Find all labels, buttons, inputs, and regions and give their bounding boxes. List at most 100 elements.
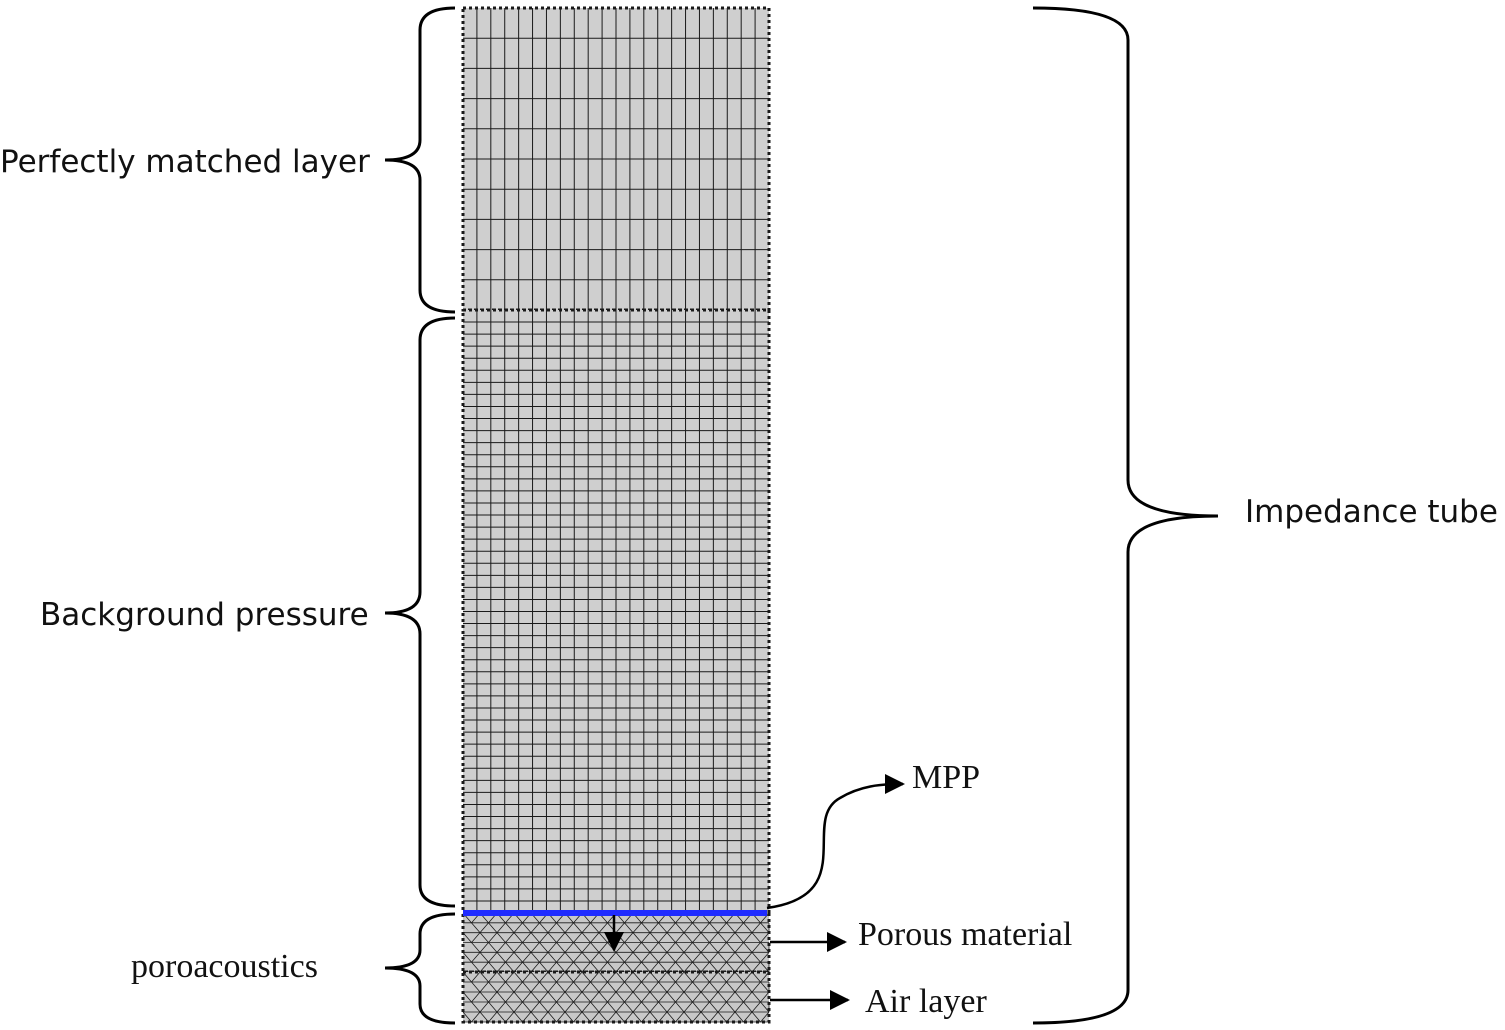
porous-mesh-edge (513, 932, 523, 943)
air-mesh-edge (522, 991, 532, 1003)
porous-mesh-edge (590, 922, 600, 933)
porous-mesh-edge (760, 922, 770, 933)
porous-mesh-edge (709, 952, 719, 963)
air-mesh-edge (556, 1001, 566, 1013)
air-mesh-edge (624, 991, 634, 1003)
air-mesh-edge (488, 971, 498, 983)
air-mesh-edge (615, 1001, 625, 1013)
porous-mesh-edge (505, 942, 515, 953)
air-mesh-edge (734, 1011, 744, 1023)
porous-mesh-edge (709, 932, 719, 943)
porous-mesh-edge (717, 961, 727, 973)
porous-mesh-edge (462, 952, 472, 963)
porous-mesh-edge (683, 961, 693, 973)
porous-mesh-edge (547, 922, 557, 933)
porous-mesh-edge (462, 932, 472, 943)
porous-mesh-edge (496, 942, 506, 953)
air-mesh-edge (522, 1001, 532, 1013)
porous-mesh-edge (751, 952, 761, 963)
air-mesh-edge (751, 991, 761, 1003)
air-mesh-edge (734, 991, 744, 1003)
air-mesh-edge (505, 971, 515, 983)
porous-mesh-edge (658, 942, 668, 953)
air-mesh-edge (479, 991, 489, 1003)
porous-mesh-edge (700, 922, 710, 933)
porous-mesh-edge (666, 961, 676, 973)
air-mesh-edge (709, 971, 719, 983)
air-mesh-edge (717, 981, 727, 993)
air-mesh-edge (675, 1011, 685, 1023)
porous-mesh-edge (564, 942, 574, 953)
porous-mesh-edge (556, 942, 566, 953)
air-mesh-edge (726, 991, 736, 1003)
porous-mesh-edge (717, 922, 727, 933)
air-mesh-edge (624, 981, 634, 993)
air-mesh-edge (666, 991, 676, 1003)
air-mesh-edge (530, 1001, 540, 1013)
porous-mesh-edge (743, 961, 753, 973)
porous-mesh-edge (615, 961, 625, 973)
porous-mesh-edge (641, 932, 651, 943)
air-mesh-edge (590, 971, 600, 983)
porous-mesh-edge (573, 942, 583, 953)
porous-mesh-edge (641, 942, 651, 953)
air-mesh-edge (692, 981, 702, 993)
porous-material-mesh-region (461, 911, 771, 974)
air-mesh-edge (488, 981, 498, 993)
air-mesh-edge (692, 1011, 702, 1023)
air-mesh-edge (649, 1011, 659, 1023)
air-mesh-edge (632, 1011, 642, 1023)
air-mesh-edge (700, 1001, 710, 1013)
porous-mesh-edge (751, 932, 761, 943)
air-mesh-edge (513, 1001, 523, 1013)
porous-mesh-edge (547, 942, 557, 953)
porous-mesh-edge (624, 942, 634, 953)
porous-mesh-edge (649, 961, 659, 973)
air-mesh-edge (666, 1001, 676, 1013)
porous-mesh-edge (734, 961, 744, 973)
air-mesh-edge (530, 1011, 540, 1023)
porous-mesh-edge (632, 922, 642, 933)
porous-mesh-edge (479, 961, 489, 973)
air-mesh-edge (734, 981, 744, 993)
air-mesh-edge (632, 981, 642, 993)
air-mesh-edge (496, 991, 506, 1003)
porous-mesh-edge (649, 942, 659, 953)
porous-mesh-edge (717, 942, 727, 953)
air-mesh-edge (496, 981, 506, 993)
porous-mesh-edge (522, 942, 532, 953)
air-mesh-edge (615, 981, 625, 993)
porous-mesh-edge (471, 932, 481, 943)
porous-mesh-edge (513, 942, 523, 953)
porous-mesh-edge (564, 932, 574, 943)
air-mesh-edge (522, 1011, 532, 1023)
air-mesh-edge (479, 1001, 489, 1013)
air-mesh-edge (539, 1001, 549, 1013)
porous-mesh-edge (751, 961, 761, 973)
air-mesh-edge (760, 1011, 770, 1023)
air-mesh-edge (496, 1011, 506, 1023)
air-mesh-edge (675, 971, 685, 983)
air-mesh-edge (556, 981, 566, 993)
air-mesh-edge (743, 1001, 753, 1013)
porous-mesh-edge (573, 952, 583, 963)
air-mesh-edge (700, 991, 710, 1003)
air-mesh-edge (547, 1011, 557, 1023)
air-mesh-edge (462, 1011, 472, 1023)
air-mesh-edge (666, 1011, 676, 1023)
porous-material-label: Porous material (858, 916, 1072, 953)
porous-mesh-edge (624, 961, 634, 973)
porous-mesh-edge (683, 922, 693, 933)
air-mesh-edge (488, 991, 498, 1003)
air-mesh-edge (692, 1001, 702, 1013)
air-mesh-edge (726, 1011, 736, 1023)
porous-mesh-edge (598, 922, 608, 933)
air-mesh-edge (564, 1011, 574, 1023)
porous-mesh-edge (734, 922, 744, 933)
porous-mesh-edge (547, 952, 557, 963)
porous-mesh-edge (556, 952, 566, 963)
air-mesh-edge (573, 981, 583, 993)
porous-mesh-edge (547, 961, 557, 973)
porous-mesh-edge (496, 932, 506, 943)
porous-mesh-edge (709, 961, 719, 973)
